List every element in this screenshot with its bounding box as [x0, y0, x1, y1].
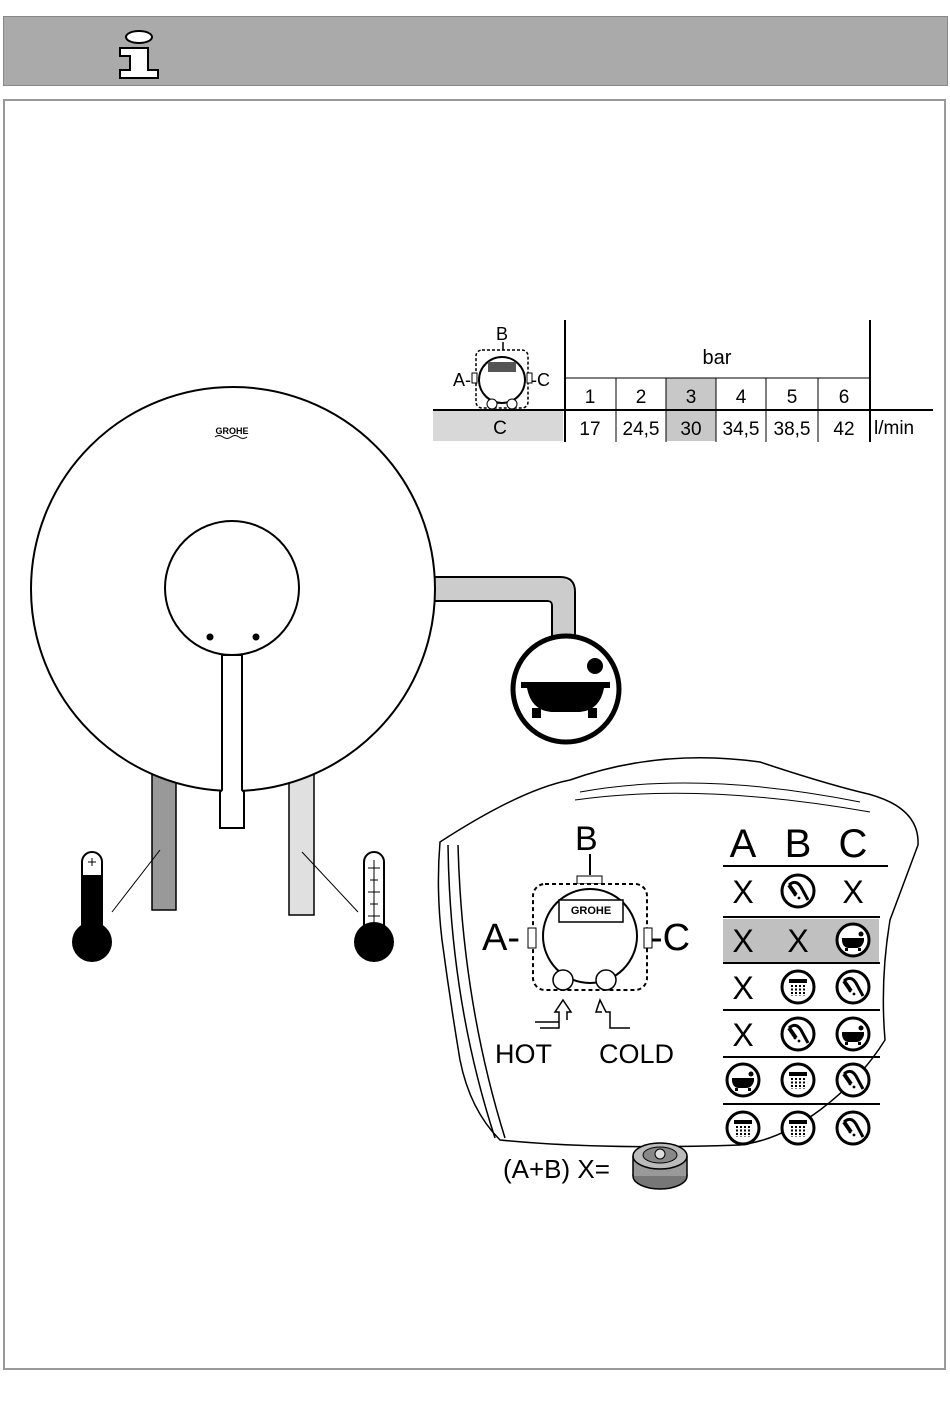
handshower-icon-r2c2: [837, 971, 869, 1003]
overhead-shower-icon-r4c1: [782, 1064, 814, 1096]
hot-thermometer-icon: [72, 850, 160, 962]
blanking-plug-icon: [627, 1136, 693, 1194]
overhead-shower-icon-r2c1: [782, 971, 814, 1003]
detail-label-b: B: [575, 820, 598, 858]
x-mark-r2c0: X: [732, 970, 753, 1006]
bathtub-icon-r1c2: [837, 924, 869, 956]
bathtub-icon-r4c0: [727, 1064, 759, 1096]
bathtub-icon: [513, 636, 619, 742]
detail-label-c: -C: [650, 917, 690, 959]
flow-4: 34,5: [723, 419, 760, 440]
detail-label-a: A-: [482, 917, 520, 959]
bathtub-icon-r3c2: [837, 1018, 869, 1050]
flow-3: 30: [680, 419, 701, 440]
pressure-6: 6: [839, 387, 850, 408]
x-mark-r1c1: X: [787, 923, 808, 959]
handshower-icon-r5c2: [837, 1112, 869, 1144]
x-mark-r1c0: X: [732, 923, 753, 959]
overhead-shower-icon-r5c1: [782, 1112, 814, 1144]
col-header-b: B: [785, 822, 812, 866]
lever-hub: [165, 521, 299, 655]
pressure-unit: bar: [703, 347, 732, 369]
pressure-4: 4: [736, 387, 747, 408]
handshower-icon-r0c1: [782, 875, 814, 907]
cover-brand: GROHE: [215, 426, 248, 436]
col-header-c: C: [839, 822, 868, 866]
detail-brand: GROHE: [571, 905, 611, 917]
col-header-a: A: [730, 822, 757, 866]
x-mark-r0c2: X: [842, 874, 863, 910]
lever-handle: [220, 655, 244, 828]
x-mark-r3c0: X: [732, 1017, 753, 1053]
pressure-3: 3: [686, 387, 697, 408]
cold-label: COLD: [599, 1039, 674, 1069]
handshower-icon-r4c2: [837, 1064, 869, 1096]
info-i-icon: [112, 28, 172, 80]
hot-label: HOT: [495, 1039, 552, 1069]
flow-6: 42: [833, 419, 854, 440]
overhead-shower-icon-r5c0: [727, 1112, 759, 1144]
handshower-icon-r3c1: [782, 1018, 814, 1050]
flow-unit: l/min: [874, 418, 914, 439]
pressure-5: 5: [787, 387, 798, 408]
x-mark-r0c0: X: [732, 874, 753, 910]
flow-5: 38,5: [774, 419, 811, 440]
plug-note: (A+B) X=: [503, 1154, 610, 1185]
cold-thermometer-icon: [302, 852, 394, 962]
